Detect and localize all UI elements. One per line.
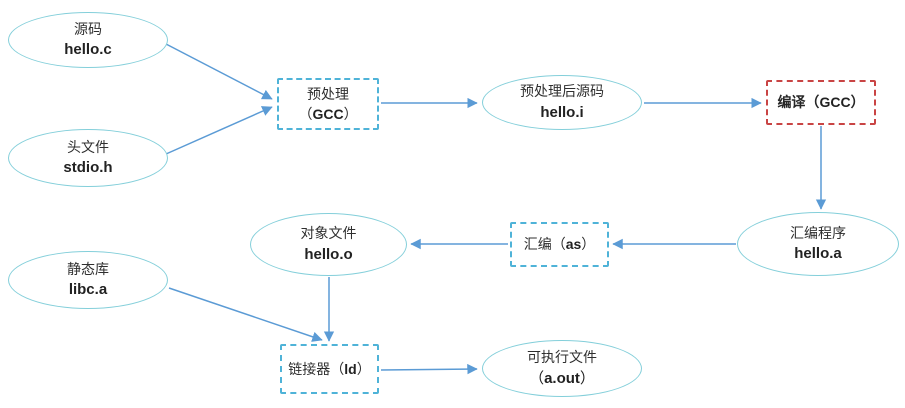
node-object-file-filename: hello.o [304, 245, 353, 263]
node-static-library-filename: libc.a [68, 281, 108, 299]
node-source-code-label: 源码 [74, 20, 102, 37]
node-assembly-program-label: 汇编程序 [790, 224, 846, 241]
node-source-code-filename: hello.c [64, 41, 112, 59]
step-preprocess-label-line1: 预处理 [307, 85, 349, 102]
node-source-code: 源码 hello.c [8, 12, 168, 68]
node-executable-file-label: 可执行文件 [527, 349, 597, 366]
node-preprocessed-source-label: 预处理后源码 [520, 83, 604, 100]
arrow-source-to-preprocess [165, 43, 273, 100]
node-object-file-label: 对象文件 [300, 225, 357, 242]
node-executable-file-filename: （a.out） [529, 369, 595, 387]
step-compile-label: 编译（GCC） [777, 94, 865, 111]
node-static-library-label: 静态库 [67, 260, 109, 277]
step-compile-box: 编译（GCC） [766, 80, 876, 125]
step-assemble-label: 汇编（as） [523, 236, 596, 253]
node-object-file: 对象文件 hello.o [250, 213, 407, 276]
arrow-linker-to-executable [380, 363, 478, 375]
node-assembly-program: 汇编程序 hello.a [737, 212, 899, 276]
step-preprocess-label-line2: （GCC） [298, 106, 358, 122]
arrow-staticlib-to-linker [168, 287, 323, 342]
node-static-library: 静态库 libc.a [8, 251, 168, 309]
arrow-header-to-preprocess [165, 106, 273, 155]
node-assembly-program-filename: hello.a [794, 245, 842, 263]
step-linker-label: 链接器（ld） [288, 360, 371, 377]
node-preprocessed-source: 预处理后源码 hello.i [482, 75, 642, 130]
step-linker-box: 链接器（ld） [280, 344, 379, 394]
node-header-file: 头文件 stdio.h [8, 129, 168, 187]
step-assemble-box: 汇编（as） [510, 222, 609, 267]
step-preprocess-box: 预处理 （GCC） [277, 78, 379, 130]
node-executable-file: 可执行文件 （a.out） [482, 340, 642, 397]
node-header-file-label: 头文件 [67, 138, 109, 155]
node-header-file-filename: stdio.h [63, 159, 113, 177]
node-preprocessed-source-filename: hello.i [540, 103, 584, 121]
